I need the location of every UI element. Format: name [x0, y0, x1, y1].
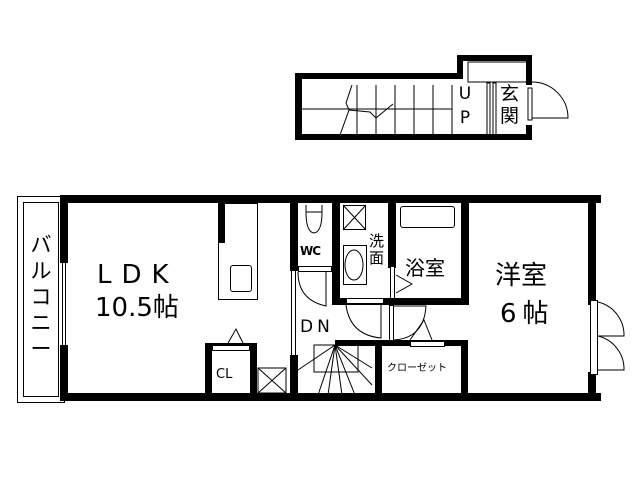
wall — [388, 195, 396, 268]
balcony-door-right[interactable] — [590, 300, 598, 375]
wall — [290, 195, 298, 271]
washroom-door-frame — [346, 298, 384, 304]
window-left[interactable] — [62, 262, 66, 346]
entrance-label: 玄関 — [500, 83, 520, 127]
wall — [388, 298, 468, 305]
wall — [218, 203, 225, 243]
upper-entrance-section — [292, 55, 532, 140]
western-room-size: 6帖 — [500, 299, 555, 329]
wall — [295, 73, 302, 140]
door-frame — [389, 305, 394, 341]
wall-bottom — [60, 393, 601, 401]
wall — [457, 55, 463, 79]
stair-down-label: DN — [300, 317, 334, 337]
wall — [335, 340, 468, 346]
wall — [457, 55, 532, 61]
kitchen-sink — [230, 265, 252, 292]
wall-left-lower — [60, 345, 68, 401]
balcony-inner — [23, 202, 59, 397]
balcony-label: バルコニー — [30, 233, 52, 361]
wall — [461, 340, 468, 400]
wall-top — [60, 195, 601, 203]
washroom-label: 洗面 — [369, 232, 385, 267]
wall-left-upper — [60, 195, 68, 263]
walk-closet-label: クローゼット — [387, 363, 447, 374]
closet-door[interactable] — [410, 341, 445, 347]
wall — [526, 55, 532, 85]
closet-small-label: CL — [216, 367, 233, 382]
wall — [461, 195, 469, 305]
ldk-name: LDK — [97, 260, 179, 290]
western-room-name: 洋室 — [495, 261, 548, 291]
wall — [375, 340, 382, 400]
wall — [250, 343, 257, 398]
wall — [290, 355, 298, 400]
wc-door-frame — [298, 266, 332, 272]
wall — [205, 343, 212, 398]
toilet-label: WC — [300, 244, 321, 258]
ldk-size: 10.5帖 — [95, 293, 179, 323]
closet-door[interactable] — [212, 345, 250, 351]
wall — [526, 125, 532, 140]
bathtub — [400, 206, 455, 228]
wall — [295, 134, 532, 140]
wall-right-upper — [588, 195, 596, 305]
wall-right-lower — [588, 372, 596, 401]
wall — [295, 73, 463, 79]
stair-up-label: UP — [458, 84, 472, 128]
bathroom-label: 浴室 — [405, 256, 445, 280]
wall — [332, 195, 340, 305]
sliding-door[interactable] — [291, 270, 296, 356]
